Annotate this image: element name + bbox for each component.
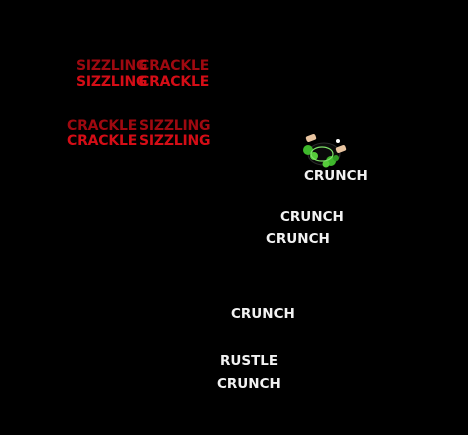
sfx-sizzling-ghost: SIZZLING [76,58,148,74]
sfx-crunch: CRUNCH [217,376,281,392]
sfx-crunch: CRUNCH [280,209,344,225]
sfx-crunch: CRUNCH [266,231,330,247]
sfx-crackle: CRACKLE [139,74,210,90]
sfx-crunch: CRUNCH [304,168,368,184]
sfx-sizzling: SIZZLING [76,74,148,90]
sfx-crackle-ghost: CRACKLE [139,58,210,74]
sfx-sizzling: SIZZLING [139,133,211,149]
sfx-crackle: CRACKLE [67,133,138,149]
vegetable-pan-sprite-icon [303,134,347,168]
sfx-crackle-ghost: CRACKLE [67,118,138,134]
sfx-rustle: RUSTLE [220,353,279,369]
sfx-crunch: CRUNCH [231,306,295,322]
sfx-sizzling-ghost: SIZZLING [139,118,211,134]
